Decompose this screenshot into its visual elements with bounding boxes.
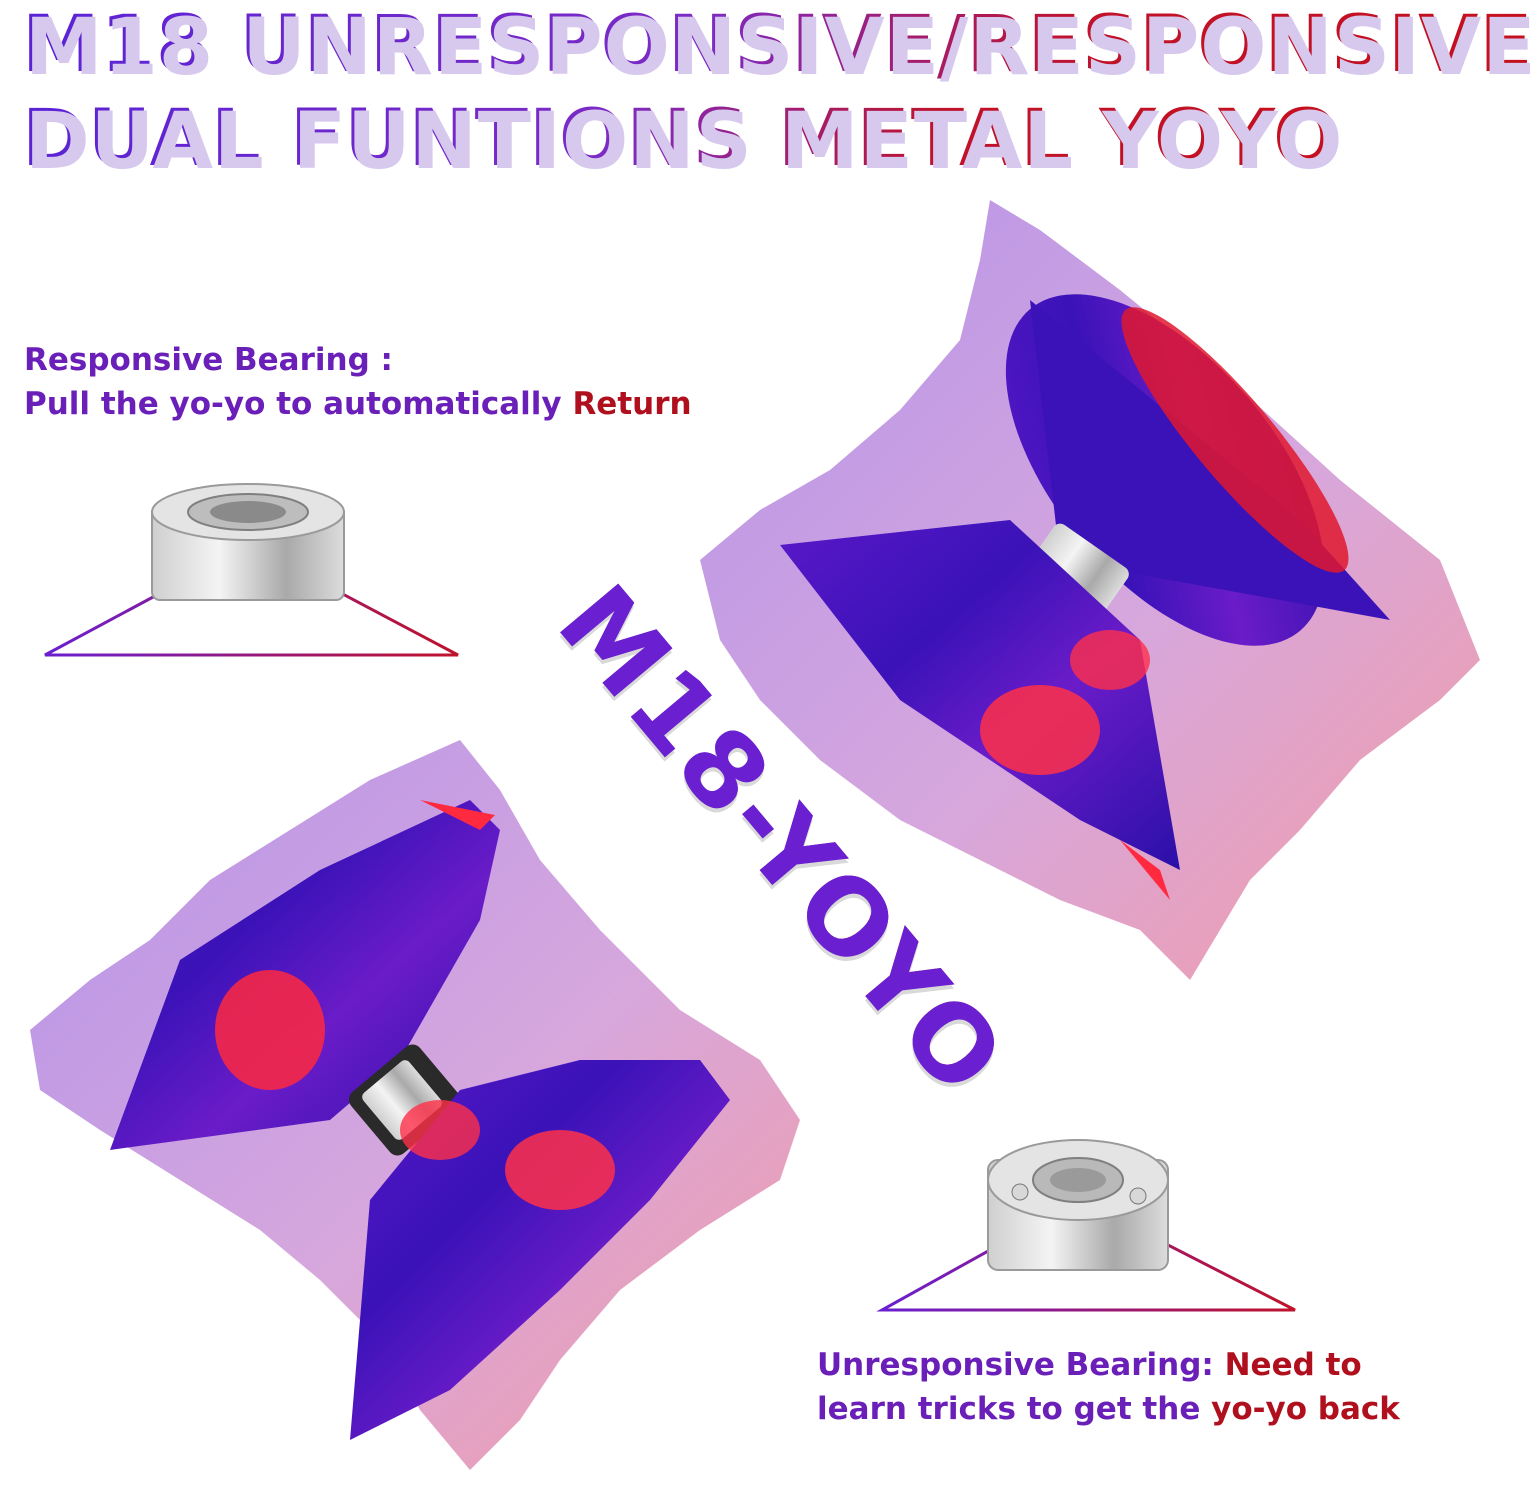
headline-line-1: M18 UNRESPONSIVE/RESPONSIVE xyxy=(22,0,1534,90)
unresponsive-bearing-line-2: learn tricks to get the yo-yo back xyxy=(817,1387,1400,1431)
yoyo-image-lower xyxy=(30,740,800,1470)
unresponsive-bearing-caption: Unresponsive Bearing: Need to learn tric… xyxy=(817,1343,1400,1431)
responsive-bearing-desc-purple: Pull the yo-yo to automatically xyxy=(24,386,573,422)
responsive-bearing-triangle xyxy=(44,543,459,657)
unresponsive-bearing-line1-red: Need to xyxy=(1224,1347,1362,1383)
responsive-bearing-description: Pull the yo-yo to automatically Return xyxy=(24,382,692,426)
unresponsive-bearing-line2-purple: learn tricks to get the xyxy=(817,1391,1212,1427)
product-artwork xyxy=(30,200,1480,1470)
unresponsive-bearing-line2-red: yo-yo back xyxy=(1211,1391,1400,1427)
responsive-bearing-caption: Responsive Bearing : Pull the yo-yo to a… xyxy=(24,338,692,426)
unresponsive-bearing-line-1: Unresponsive Bearing: Need to xyxy=(817,1343,1400,1387)
unresponsive-bearing-title: Unresponsive Bearing: xyxy=(817,1347,1225,1383)
responsive-bearing-desc-red: Return xyxy=(572,386,692,422)
yoyo-image-upper xyxy=(700,200,1480,980)
unresponsive-bearing-triangle xyxy=(876,1198,1296,1312)
responsive-bearing-title: Responsive Bearing : xyxy=(24,342,393,378)
responsive-bearing-illustration xyxy=(44,483,459,657)
headline-line-2: DUAL FUNTIONS METAL YOYO xyxy=(22,94,1341,184)
unresponsive-bearing-illustration xyxy=(876,1139,1296,1312)
